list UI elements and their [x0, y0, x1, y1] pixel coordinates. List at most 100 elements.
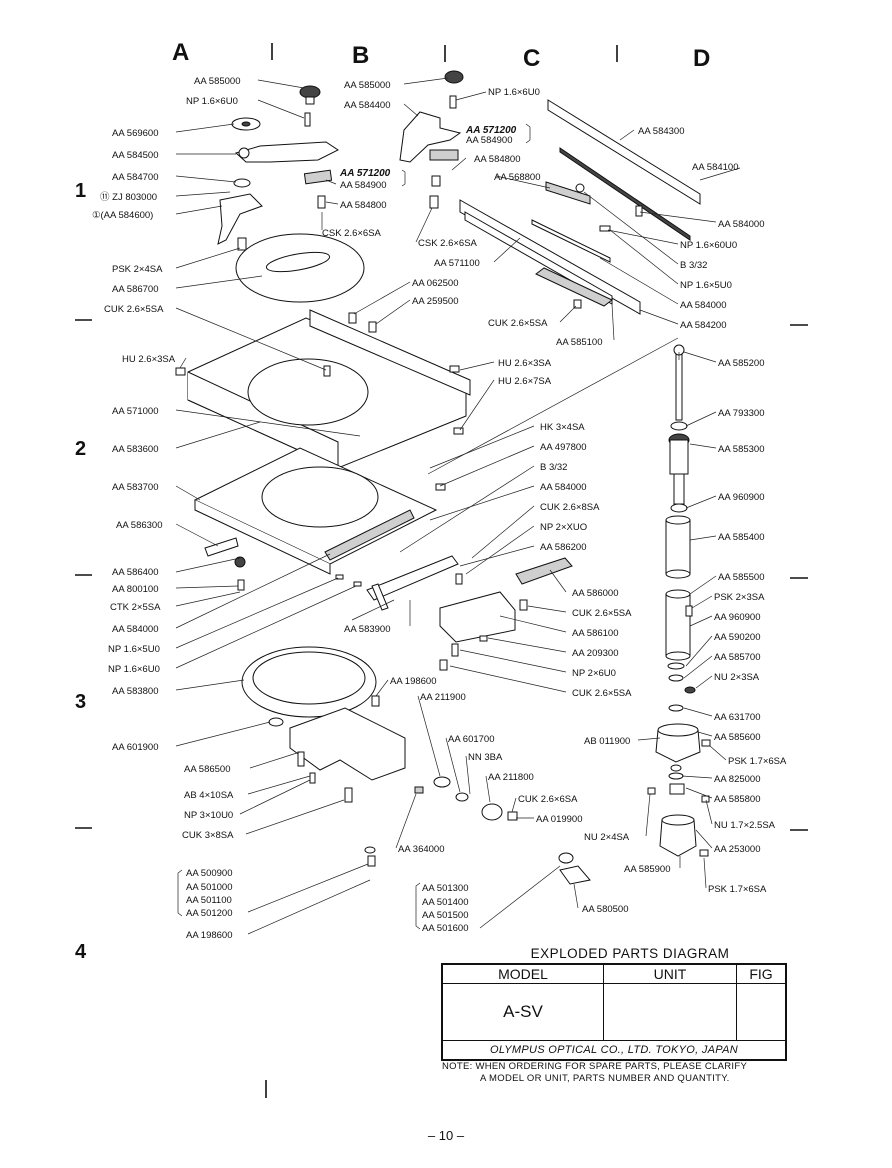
- part-label: NP 1.6×5U0: [680, 280, 732, 291]
- part-label: AA 585500: [718, 572, 765, 583]
- column-label-c: C: [523, 45, 540, 72]
- part-label: AA 583700: [112, 482, 159, 493]
- part-label: NP 2×XUO: [540, 522, 587, 533]
- part-label: AA 568800: [494, 172, 541, 183]
- row-label-2: 2: [75, 438, 86, 460]
- part-label: B 3/32: [540, 462, 567, 473]
- part-label: AA 584500: [112, 150, 159, 161]
- fig-value: [736, 983, 787, 1041]
- part-label: AA 585900: [624, 864, 671, 875]
- part-label: AA 585100: [556, 337, 603, 348]
- part-label: AA 793300: [718, 408, 765, 419]
- part-label: CUK 3×8SA: [182, 830, 234, 841]
- part-label: NP 1.6×60U0: [680, 240, 737, 251]
- part-label: AA 501100: [186, 895, 232, 906]
- page-number: – 10 –: [427, 1128, 465, 1143]
- part-label: NP 2×6U0: [572, 668, 616, 679]
- part-label: NP 1.6×6U0: [488, 87, 540, 98]
- part-label: AA 585400: [718, 532, 765, 543]
- part-label: PSK 1.7×6SA: [728, 756, 787, 767]
- part-label: AA 584100: [692, 162, 739, 173]
- part-label: AA 364000: [398, 844, 445, 855]
- part-label: AA 585300: [718, 444, 765, 455]
- column-label-b: B: [352, 42, 369, 69]
- part-label: CUK 2.6×5SA: [488, 318, 548, 329]
- part-label: AA 584800: [474, 154, 521, 165]
- part-label: ①(AA 584600): [92, 210, 153, 221]
- part-label: AA 584900: [466, 135, 513, 146]
- part-label: AA 571200: [339, 168, 391, 179]
- part-label: AA 584000: [540, 482, 587, 493]
- part-label: AA 584000: [718, 219, 765, 230]
- company-name: OLYMPUS OPTICAL CO., LTD. TOKYO, JAPAN: [441, 1040, 787, 1061]
- part-label: AA 571000: [112, 406, 159, 417]
- note-line-2: A MODEL OR UNIT, PARTS NUMBER AND QUANTI…: [480, 1073, 730, 1084]
- part-label: ⑪ ZJ 803000: [100, 192, 157, 203]
- part-label: AA 583900: [344, 624, 391, 635]
- part-label: AA 601700: [448, 734, 495, 745]
- part-label: AA 584900: [340, 180, 387, 191]
- part-label: PSK 2×4SA: [112, 264, 163, 275]
- bracket-group-d: [401, 169, 406, 187]
- part-label: AA 585600: [714, 732, 761, 743]
- row-label-1: 1: [75, 180, 86, 202]
- part-label: AA 800100: [112, 584, 159, 595]
- part-label: AA 497800: [540, 442, 587, 453]
- model-value: A-SV: [441, 983, 604, 1041]
- part-label: AA 259500: [412, 296, 459, 307]
- part-label: AA 584000: [680, 300, 727, 311]
- part-label: AA 586200: [540, 542, 587, 553]
- part-label: NP 1.6×5U0: [108, 644, 160, 655]
- part-label: AA 198600: [390, 676, 437, 687]
- column-label-d: D: [693, 45, 710, 72]
- part-label: AA 501300: [422, 883, 469, 894]
- part-label: NU 1.7×2.5SA: [714, 820, 776, 831]
- part-label: AA 585000: [194, 76, 241, 87]
- part-label: CUK 2.6×6SA: [518, 794, 578, 805]
- part-label: AA 198600: [186, 930, 233, 941]
- part-label: B 3/32: [680, 260, 707, 271]
- part-label: AA 960900: [714, 612, 761, 623]
- part-label: AA 631700: [714, 712, 761, 723]
- part-label: AA 501600: [422, 923, 469, 934]
- part-label: AA 584700: [112, 172, 159, 183]
- part-label: AA 601900: [112, 742, 159, 753]
- part-label: NP 3×10U0: [184, 810, 233, 821]
- column-label-a: A: [172, 39, 189, 66]
- part-label: AA 586100: [572, 628, 619, 639]
- part-label: CUK 2.6×5SA: [104, 304, 164, 315]
- part-label: AA 501500: [422, 910, 469, 921]
- row-label-3: 3: [75, 691, 86, 713]
- part-label: AA 590200: [714, 632, 761, 643]
- part-label: HU 2.6×7SA: [498, 376, 552, 387]
- part-label: NU 2×4SA: [584, 832, 630, 843]
- part-label: AA 825000: [714, 774, 761, 785]
- part-label: AA 584400: [344, 100, 391, 111]
- part-label: AB 4×10SA: [184, 790, 234, 801]
- model-header: MODEL: [441, 963, 604, 984]
- bracket-group-a: [177, 869, 183, 917]
- part-label: AA 211800: [488, 772, 534, 783]
- note-line-1: NOTE: WHEN ORDERING FOR SPARE PARTS, PLE…: [442, 1061, 748, 1072]
- part-label: AA 580500: [582, 904, 629, 915]
- ordering-note: NOTE: WHEN ORDERING FOR SPARE PARTS, PLE…: [442, 1061, 802, 1085]
- parts-artwork: [175, 70, 711, 885]
- part-label: CSK 2.6×6SA: [322, 228, 382, 239]
- unit-header: UNIT: [603, 963, 737, 984]
- part-label: AA 585800: [714, 794, 761, 805]
- part-label: AA 211900: [420, 692, 466, 703]
- part-label: NP 1.6×6U0: [108, 664, 160, 675]
- part-label: AA 584800: [340, 200, 387, 211]
- part-label: AA 571200: [465, 125, 517, 136]
- part-label: PSK 2×3SA: [714, 592, 765, 603]
- part-label: AA 584200: [680, 320, 727, 331]
- part-label: NU 2×3SA: [714, 672, 760, 683]
- part-label: AA 585000: [344, 80, 391, 91]
- part-label: AA 584000: [112, 624, 159, 635]
- part-label: HK 3×4SA: [540, 422, 585, 433]
- part-label: NN 3BA: [468, 752, 503, 763]
- part-label: AA 501000: [186, 882, 233, 893]
- part-label: AA 960900: [718, 492, 765, 503]
- part-label: AA 500900: [186, 868, 233, 879]
